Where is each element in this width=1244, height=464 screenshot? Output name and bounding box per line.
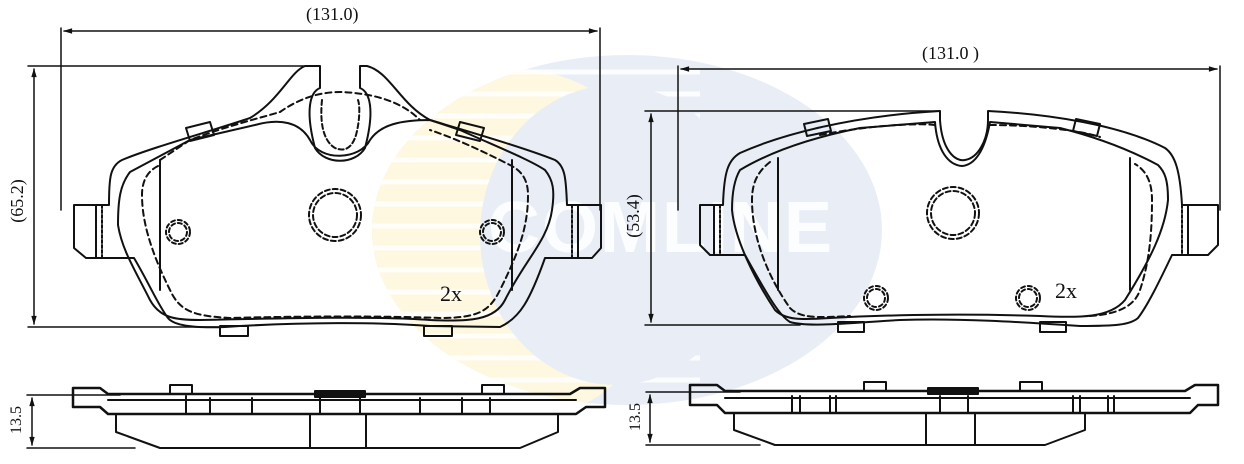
right-height-dimension-label: (53.4) [623, 194, 643, 238]
left-width-dimension-label: (131.0) [306, 4, 359, 24]
right-pad-side-view [645, 381, 1220, 446]
left-height-dimension-label: (65.2) [7, 179, 27, 223]
right-thickness-dimension-label: 13.5 [627, 403, 644, 431]
watermark-brand-text: COMLINE [488, 188, 834, 268]
right-width-dimension-label: (131.0 ) [922, 43, 979, 63]
left-pad-front-view [27, 27, 602, 337]
right-quantity-label: 2x [1055, 278, 1077, 303]
right-pad-front-view [644, 65, 1221, 333]
left-quantity-label: 2x [440, 281, 462, 306]
left-pad-side-view [26, 384, 607, 449]
left-thickness-dimension-label: 13.5 [8, 406, 25, 434]
